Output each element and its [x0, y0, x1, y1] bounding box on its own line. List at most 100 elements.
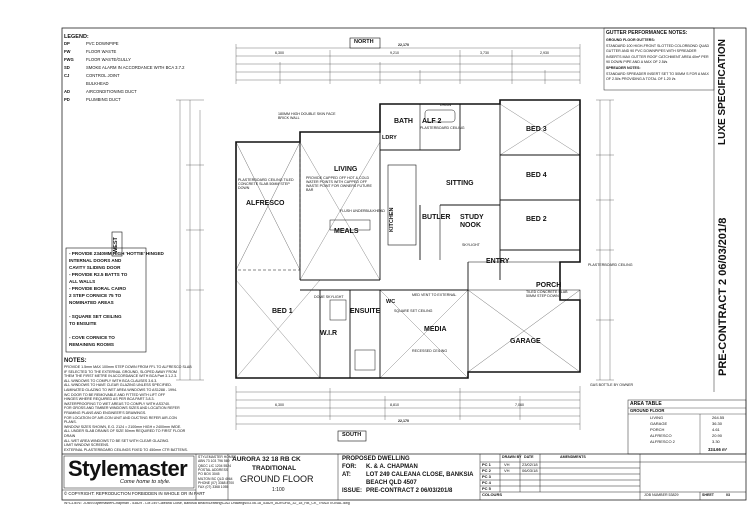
drain-note: DRAIN	[440, 103, 452, 107]
top-dimension-1: 6,300	[275, 51, 284, 55]
company-line: MILTON BC QLD 4064	[198, 476, 233, 481]
room-media: MEDIA	[424, 326, 447, 333]
porch-note: TILED CONCRETE SLAB 50MM STEP DOWN	[526, 290, 568, 299]
legend-code: DP	[64, 41, 70, 46]
top-overall-dimension: 22,170	[398, 43, 409, 47]
note-line: WINDOW SIZES SHOWN, E.G. 2124 = 2100mm H…	[64, 424, 182, 429]
note-line: PROVIDE 1.5mm MAX 100mm STEP DOWN FROM F…	[64, 365, 192, 369]
room-ensuite: ENSUITE	[350, 308, 381, 315]
left-note-line: INTERNAL DOORS AND	[69, 258, 122, 263]
area-row-name: ALFRESCO	[650, 433, 672, 438]
gutter-notes-title: GUTTER PERFORMANCE NOTES:	[606, 30, 688, 36]
square-set-note: SQUARE SET CEILING	[394, 309, 433, 313]
room-bath: BATH	[394, 118, 413, 125]
bottom-overall-dimension: 22,170	[398, 419, 409, 423]
top-dimensions	[235, 44, 581, 84]
revision-id: PC 2	[482, 468, 491, 473]
company-line: FAX (07) 3368 1055	[198, 485, 229, 490]
bottom-dimensions	[235, 386, 581, 430]
note-line: ALL WET AREA WINDOWS TO BE SET WITH CLEA…	[64, 438, 170, 443]
legend-text: BULKHEAD	[86, 81, 109, 86]
bottom-dimension-2: 8,810	[390, 403, 399, 407]
brand-logo: Stylemaster	[68, 456, 188, 481]
left-dimensions	[176, 99, 204, 381]
revision-date: 23/02/18	[522, 462, 538, 467]
room-bed3: BED 3	[526, 126, 547, 133]
top-dimension-3: 3,730	[480, 51, 489, 55]
note-line: ALL UNDER SLAB DRAINS OF SIZE 50mm REQUI…	[64, 429, 186, 434]
brick-wall-note: 180MM HIGH DOUBLE SKIN FACE BRICK WALL	[278, 112, 336, 121]
top-dimension-4: 2,930	[540, 51, 549, 55]
area-table-heading: GROUND FLOOR	[630, 408, 665, 413]
legend-text: CONTROL JOINT	[86, 73, 120, 78]
luxe-specification-label: LUXE SPECIFICATION	[717, 39, 728, 145]
legend-text: FLOOR WASTE	[86, 49, 117, 54]
at-label: AT:	[342, 472, 351, 478]
legend-code: CJ	[64, 73, 70, 78]
legend-text: PVC DOWNPIPE	[86, 41, 119, 46]
area-row-name: LIVING	[650, 415, 664, 420]
sheet-number: 03	[726, 493, 730, 497]
file-path: W:\CLIENT JOBS\Stylemaster\Chapman - 538…	[64, 502, 350, 505]
room-ldry: LDRY	[382, 135, 397, 141]
left-note-line: - PROVIDE BORAL CAIRO	[69, 286, 127, 291]
revision-drawn-by: VH	[504, 462, 510, 467]
room-living: LIVING	[334, 166, 358, 173]
note-line: PLANS.	[64, 420, 77, 425]
room-bed4: BED 4	[526, 172, 547, 179]
note-line: IF SELECTED TO THE EXTERNAL GROUND, SLOP…	[64, 369, 177, 374]
room-sitting: SITTING	[446, 180, 474, 187]
left-note-line: REMAINING ROOMS	[69, 342, 114, 347]
copyright-notice: © COPYRIGHT: REPRODUCTION FORBIDDEN IN W…	[64, 491, 205, 496]
left-note-line: NOMINATED AREAS	[69, 300, 114, 305]
left-note-line: - PROVIDE 2340MM HIGH 'HOTTIE' HINGED	[69, 251, 164, 256]
area-row-value: 3.30	[712, 439, 720, 444]
note-line: THEM THE FIRST METRE IN ACCORDANCE WITH …	[64, 374, 178, 379]
right-dimensions	[596, 99, 614, 381]
alfresco-note: PLASTERBOARD CEILING TILED CONCRETE SLAB…	[238, 178, 294, 191]
note-line: EXTERNAL PLASTERBOARD CEILINGS FIXED TO …	[64, 447, 188, 452]
title-block-grid	[62, 454, 746, 500]
room-alf2-note: PLASTERBOARD CEILING	[420, 126, 465, 130]
room-alf2: ALF 2	[422, 118, 442, 125]
north-label: NORTH	[354, 39, 374, 45]
living-note: PROVIDE CAPPED OFF HOT & COLD WATER POIN…	[306, 176, 372, 193]
left-note-line: TO ENSUITE	[69, 321, 97, 326]
west-marker	[111, 231, 123, 257]
company-line: PHONE (07) 3368 8700	[198, 480, 234, 485]
sheet-name: GROUND FLOOR	[240, 474, 314, 484]
room-wir: W.I.R	[320, 330, 338, 337]
legend-text: SMOKE ALARM IN ACCORDANCE WITH BCA 3.7.2	[86, 65, 185, 70]
gutter-note-line: 90 DOWN PIPE AND A MAX OF 2.5l/s	[606, 60, 668, 65]
skylight-note: SKYLIGHT	[462, 243, 480, 247]
recessed-ceiling-note: RECESSED CEILING	[412, 349, 448, 353]
pre-contract-side-label: PRE-CONTRACT 2 06/03/201/8	[717, 217, 729, 376]
issue-label: ISSUE:	[342, 488, 363, 494]
company-line: ABN 73 103 796 569	[198, 459, 230, 464]
revisions-header-drawn-by: DRAWN BY	[502, 455, 522, 459]
company-line: STYLEMASTER HOMES	[198, 455, 237, 459]
area-row-name: PORCH	[650, 427, 665, 432]
left-note-line: - PROVIDE R2.5 BATTS TO	[69, 272, 128, 277]
bottom-dimension-1: 6,300	[275, 403, 284, 407]
legend-code: PD	[64, 97, 70, 102]
north-marker	[349, 37, 381, 49]
revision-id: PC 4	[482, 480, 491, 485]
revisions-header-amendments: AMENDMENTS	[560, 455, 586, 459]
revision-id: PC 1	[482, 462, 491, 467]
revision-drawn-by: VH	[504, 468, 510, 473]
gutter-note-line: STANDARD 100 HIGH-FRONT SLOTTED COLORBON…	[606, 43, 710, 48]
left-note-line: ALL WALLS	[69, 279, 96, 284]
legend-code: FW	[64, 49, 71, 54]
gas-bottle-note: GAS BOTTLE BY OWNER	[590, 383, 634, 387]
gutter-note-line: SPREADER NOTES:	[606, 66, 641, 70]
room-study: STUDY	[460, 214, 484, 221]
gutter-note-line: STANDARD SPREADER INSERT SET TO 50MM S F…	[606, 71, 709, 76]
gutter-note-line: GUTTER AND 90 PVC DOWNPIPES WITH SPREADE…	[606, 49, 697, 54]
area-table-title: AREA TABLE	[630, 401, 662, 407]
notes-title: NOTES:	[64, 358, 87, 364]
room-bed1: BED 1	[272, 308, 293, 315]
for-label: FOR:	[342, 464, 357, 470]
legend-text: FLOOR WASTE/GULLY	[86, 57, 131, 62]
